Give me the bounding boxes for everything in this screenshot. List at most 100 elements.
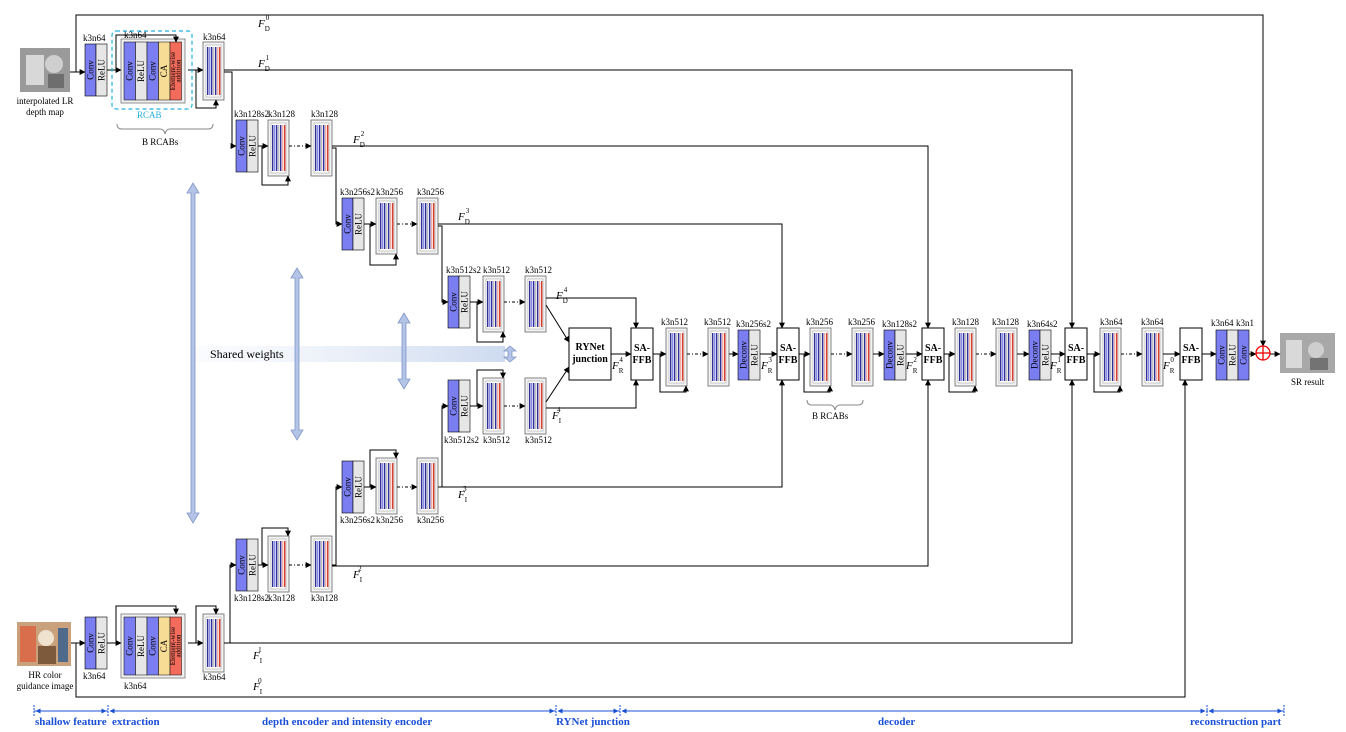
depth-stack-128b: [311, 120, 332, 176]
int-stack-128b: [311, 536, 332, 592]
dec-stack-256b: [852, 328, 873, 386]
int-shallow-conv: ConvReLU: [85, 617, 107, 669]
int-stack-256b-k: k3n256: [417, 515, 445, 525]
saffb-4: SA-FFB: [631, 328, 653, 380]
rcab-label: RCAB: [137, 110, 162, 120]
int-stack-128a: [268, 536, 289, 592]
int-conv-256s2-conv: Conv: [343, 477, 353, 497]
int-rcab-layer-0: Conv: [125, 636, 135, 656]
saffb-2-l1: SA-: [925, 343, 941, 354]
int-rcab: ConvReLUConvCAElement-wiseaddition: [121, 614, 185, 678]
depth-rcab-layer-2: Conv: [148, 61, 158, 81]
int-stack-256a: [376, 458, 397, 514]
depth-conv-256s2-conv: Conv: [343, 214, 353, 234]
dec-stack-64b-k: k3n64: [1141, 317, 1164, 327]
int-stack-64-k: k3n64: [203, 672, 226, 682]
section-junction: RYNet junction: [556, 716, 630, 728]
depth-conv-128s2-kernel: k3n128s2: [234, 109, 269, 119]
dec-stack-128a: [955, 328, 976, 386]
int-rcab-layer-1: ReLU: [136, 635, 146, 657]
label-fi3: FI3: [457, 485, 468, 504]
depth-rcab-layer-3: CA: [159, 64, 169, 77]
section-shallow: shallow feature: [35, 716, 107, 728]
w-fd0: [70, 15, 1263, 346]
int-conv-128s2-conv: Conv: [237, 555, 247, 575]
int-rcab-layer-2: Conv: [148, 636, 158, 656]
depth-stack-256b-k: k3n256: [417, 187, 445, 197]
saffb-0-l2: FFB: [1182, 355, 1201, 366]
dec-deconv-64-conv: Deconv: [1030, 341, 1040, 369]
w-i4-to-sa: [546, 380, 636, 408]
dec-deconv-256-kernel: k3n256s2: [736, 319, 771, 329]
sr-result-image: [1280, 333, 1335, 373]
w-fi0: [71, 380, 1185, 697]
saffb-1: SA-FFB: [1065, 328, 1087, 380]
label-fr3: FR3: [760, 356, 773, 375]
saffb-2-l2: FFB: [924, 355, 943, 366]
dec-deconv-128-relu: ReLU: [896, 344, 906, 366]
shared-weights-label: Shared weights: [210, 347, 284, 361]
depth-stack-128b-k: k3n128: [311, 109, 339, 119]
int-stack-512a-k: k3n512: [483, 435, 510, 445]
depth-stack-512b-k: k3n512: [525, 265, 552, 275]
saffb-0: SA-FFB: [1180, 328, 1202, 380]
dec-stack-256b-k: k3n256: [848, 317, 876, 327]
w-d-down2: [332, 148, 342, 224]
int-conv-128s2: ConvReLU: [236, 539, 258, 591]
dec-stack-64a-k: k3n64: [1100, 317, 1123, 327]
saffb-4-l2: FFB: [633, 355, 652, 366]
depth-conv-256s2-relu: ReLU: [354, 213, 364, 235]
depth-stack-256a-k: k3n256: [376, 187, 404, 197]
depth-conv-128s2-conv: Conv: [237, 136, 247, 156]
label-fd4: FD4: [555, 286, 568, 305]
recon-conv1: Conv: [1217, 345, 1227, 365]
dec-deconv-64: DeconvReLU: [1029, 330, 1051, 380]
depth-shallow-conv: ConvReLU: [85, 44, 107, 96]
saffb-0-l1: SA-: [1183, 343, 1199, 354]
int-conv-512s2-k: k3n512s2: [444, 435, 479, 445]
int-shallow-conv-kernel: k3n64: [83, 671, 106, 681]
int-conv-128s2-kernel: k3n128s2: [234, 593, 269, 603]
int-conv-512s2: ConvReLU: [448, 380, 470, 432]
saffb-1-l2: FFB: [1067, 355, 1086, 366]
dec-deconv-128: DeconvReLU: [884, 330, 906, 380]
dec-stack-256a-k: k3n256: [806, 317, 834, 327]
int-conv-512s2-conv: Conv: [449, 396, 459, 416]
depth-stack-128a-k: k3n128: [268, 109, 296, 119]
recon-relu: ReLU: [1228, 344, 1238, 366]
w-d4-to-sa: [546, 298, 636, 328]
depth-rcab: ConvReLUConvCAElement-wiseaddition: [121, 39, 185, 103]
int-stack-128a-k: k3n128: [268, 593, 296, 603]
int-conv-128s2-relu: ReLU: [248, 554, 258, 576]
depth-shallow-conv-kernel: k3n64: [83, 33, 106, 43]
depth-conv-512s2-kernel: k3n512s2: [446, 265, 481, 275]
rynet-label-1: RYNet: [575, 342, 605, 353]
saffb-2: SA-FFB: [922, 328, 944, 380]
sr-result-label: SR result: [1291, 377, 1325, 387]
label-fr2: FR2: [905, 356, 918, 375]
int-shallow-conv-conv: Conv: [86, 633, 96, 653]
depth-stack-128a: [268, 120, 289, 176]
depth-stack-64: [203, 42, 224, 100]
addition-circle: [1256, 346, 1270, 360]
depth-shallow-conv-relu: ReLU: [97, 59, 107, 81]
int-stack-128b-k: k3n128: [311, 593, 339, 603]
depth-stack-512a-k: k3n512: [483, 265, 510, 275]
rynet-label-2: junction: [571, 354, 608, 365]
dec-deconv-128-conv: Deconv: [885, 341, 895, 369]
dec-stack-128b-k: k3n128: [992, 317, 1020, 327]
label-fi2: FI2: [352, 565, 363, 584]
label-fd0: FD0: [257, 14, 270, 33]
recon-k3n1: k3n1: [1236, 318, 1254, 328]
dec-deconv-256-conv: Deconv: [739, 341, 749, 369]
section-shallow-2: extraction: [112, 716, 160, 728]
int-stack-512b-k: k3n512: [525, 435, 552, 445]
section-bar: [34, 705, 1284, 717]
int-conv-512s2-relu: ReLU: [460, 395, 470, 417]
depth-conv-512s2: ConvReLU: [448, 276, 470, 328]
label-fr0: FR0: [1162, 356, 1175, 375]
dec-deconv-128-kernel: k3n128s2: [882, 319, 917, 329]
saffb-3-l2: FFB: [779, 355, 798, 366]
depth-conv-128s2-relu: ReLU: [248, 135, 258, 157]
